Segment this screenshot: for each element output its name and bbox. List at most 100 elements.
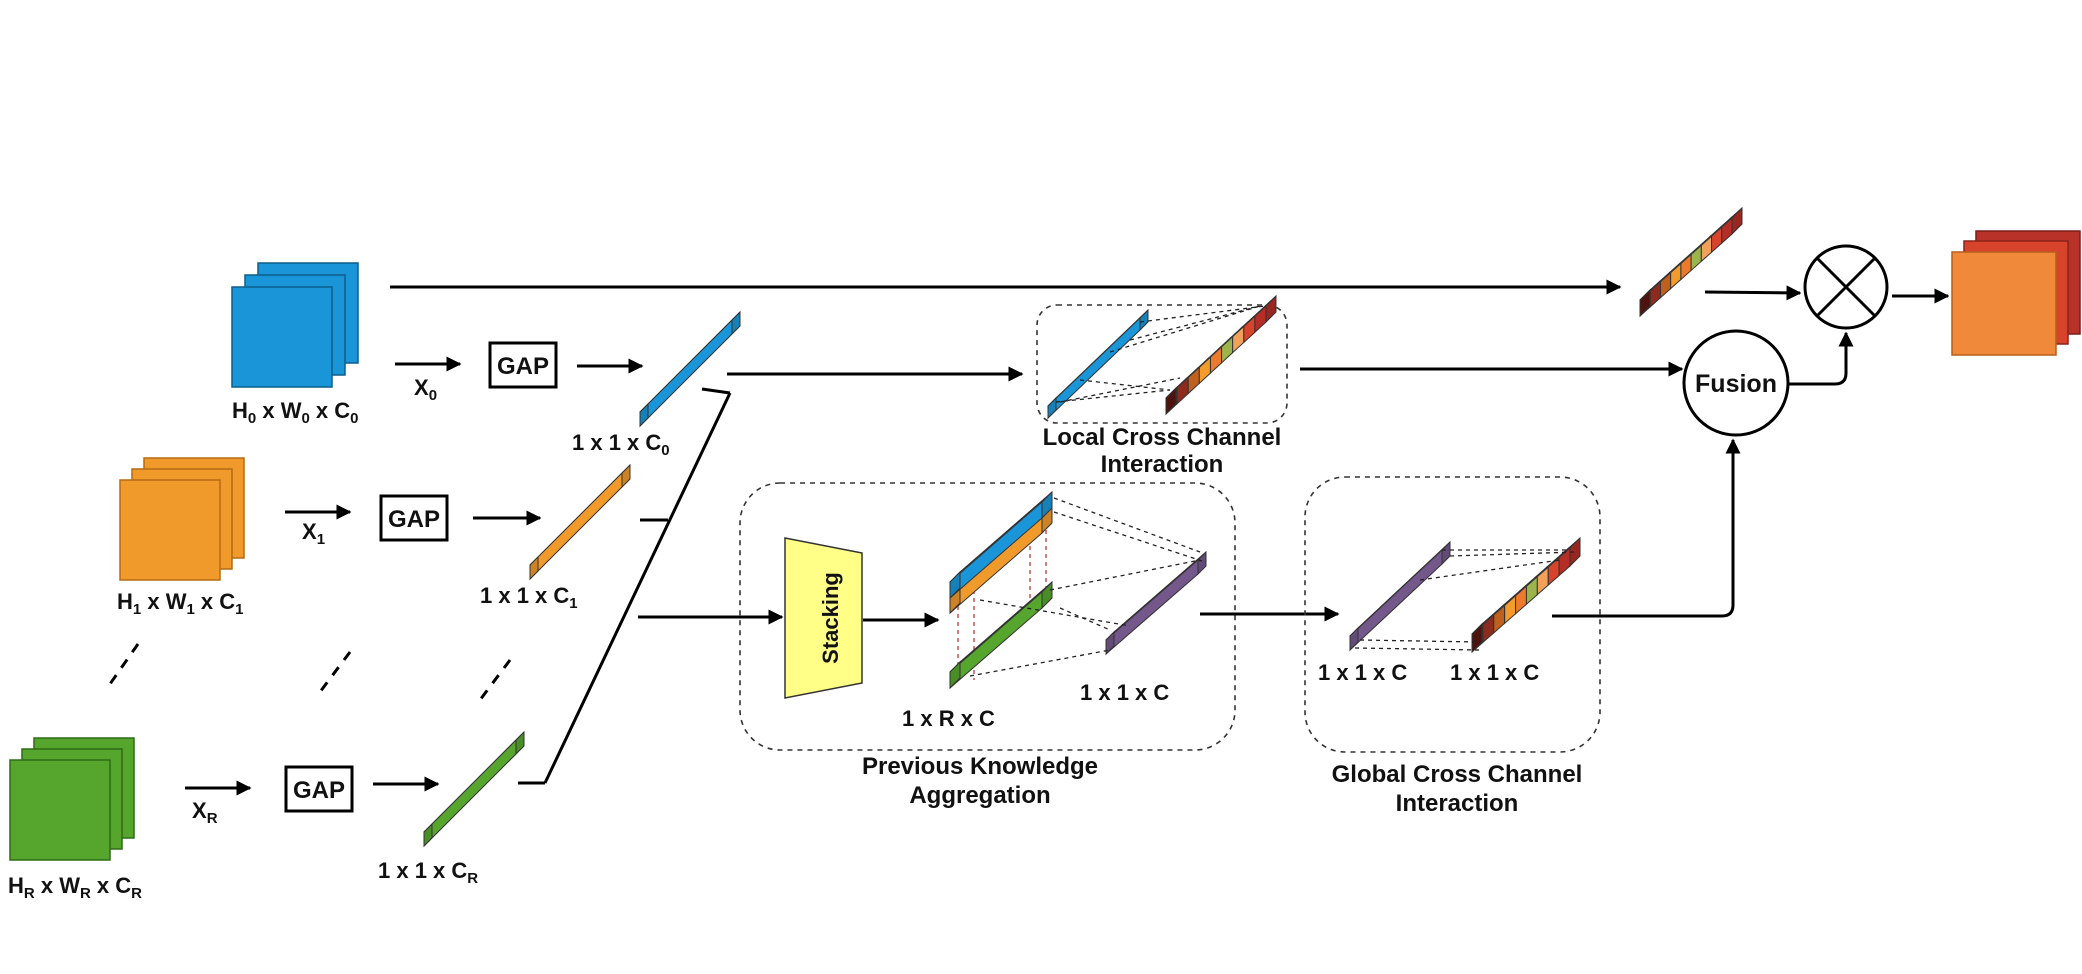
gap-box-R: GAP bbox=[284, 765, 354, 813]
pka-dotted-link-5 bbox=[1049, 559, 1201, 591]
bar-start-face bbox=[423, 822, 433, 848]
bar-side-face bbox=[1047, 316, 1141, 420]
lcci-dotted-link-4 bbox=[1129, 305, 1261, 341]
identity-weighted-vector bbox=[1639, 206, 1743, 318]
input-dim-label-0: H0 x W0 x C0 bbox=[232, 398, 359, 427]
pka-dotted-link-4 bbox=[979, 599, 1131, 627]
bar-end-face bbox=[515, 730, 525, 756]
ellipsis-dash-vectors bbox=[478, 659, 512, 701]
gap-label-0: GAP bbox=[497, 353, 549, 380]
bar-side-face bbox=[949, 500, 1043, 600]
bar-side-face bbox=[423, 738, 517, 848]
arrow-vector-to-multiply bbox=[1704, 285, 1802, 301]
bar-start-face bbox=[1165, 386, 1177, 416]
bar-side-face bbox=[949, 590, 1043, 690]
bar-start-face bbox=[949, 660, 961, 690]
bar-end-face bbox=[1197, 550, 1207, 576]
vector-vR bbox=[423, 730, 525, 848]
identity-weight-bar bbox=[1639, 206, 1743, 318]
input-dim-label-1: H1 x W1 x C1 bbox=[117, 589, 244, 618]
bar-side-face bbox=[949, 515, 1043, 615]
gcci-output-dim-label: 1 x 1 x C bbox=[1450, 660, 1539, 685]
pka-blue-layer bbox=[949, 490, 1053, 600]
bar-end-face bbox=[1569, 536, 1581, 568]
gcci-box bbox=[1304, 476, 1601, 753]
bar-side-face bbox=[529, 471, 623, 581]
pka-dotted-link-1 bbox=[1053, 511, 1206, 563]
bar-side-face bbox=[1482, 613, 1495, 644]
bar-start-face bbox=[1639, 288, 1651, 318]
bar-start-face bbox=[1349, 626, 1359, 652]
bar-end-face bbox=[1041, 580, 1053, 610]
bar-side-face bbox=[1536, 566, 1549, 596]
input-stack-0 bbox=[231, 262, 359, 388]
bar-start-face bbox=[1471, 622, 1483, 654]
lcci-content bbox=[1047, 294, 1277, 420]
stacking-block: Stacking bbox=[784, 537, 863, 699]
bar-side-face bbox=[639, 318, 733, 428]
vector-dim-label-1: 1 x 1 x C1 bbox=[480, 583, 578, 612]
x0-label: X0 bbox=[414, 375, 437, 404]
gcci-input-bar bbox=[1349, 540, 1451, 652]
ellipsis-dash-inputs bbox=[108, 643, 140, 685]
pka-dotted-link-0 bbox=[1053, 497, 1201, 553]
lcci-dotted-link-2 bbox=[1109, 305, 1261, 353]
fusion-node: Fusion bbox=[1682, 329, 1790, 437]
lcci-title-line1: Local Cross Channel bbox=[1043, 424, 1282, 451]
gcci-title-line1: Global Cross Channel bbox=[1332, 761, 1583, 788]
gcci-content bbox=[1349, 536, 1581, 654]
gcci-dotted-link-1 bbox=[1449, 551, 1576, 557]
lcci-title-line2: Interaction bbox=[1101, 451, 1224, 478]
gap-label-1: GAP bbox=[388, 506, 440, 533]
gcci-input-dim-label: 1 x 1 x C bbox=[1318, 660, 1407, 685]
bar-start-face bbox=[1047, 396, 1057, 420]
vector-bar-1 bbox=[529, 463, 631, 581]
bar-end-face bbox=[1041, 490, 1053, 520]
fusion-label: Fusion bbox=[1695, 370, 1777, 398]
gap-box-1: GAP bbox=[379, 494, 449, 542]
bar-start-face bbox=[949, 570, 961, 600]
input-dim-label-R: HR x WR x CR bbox=[8, 873, 142, 902]
stacking-label: Stacking bbox=[818, 572, 843, 664]
bar-side-face bbox=[1525, 575, 1538, 606]
ellipsis-dash-gap bbox=[318, 651, 352, 693]
gap-label-R: GAP bbox=[293, 777, 345, 804]
input-stack-1 bbox=[119, 457, 245, 581]
circled-times-icon bbox=[1803, 244, 1889, 330]
lcci-dotted-link-3 bbox=[1139, 305, 1266, 323]
bar-start-face bbox=[639, 402, 649, 428]
lcci-input-bar bbox=[1047, 308, 1149, 420]
pka-title-line1: Previous Knowledge bbox=[862, 753, 1098, 780]
bar-end-face bbox=[1139, 308, 1149, 332]
vector-dim-label-0: 1 x 1 x C0 bbox=[572, 430, 670, 459]
vector-v0 bbox=[639, 310, 741, 428]
pka-dotted-link-2 bbox=[1059, 607, 1111, 631]
gcci-dotted-link-2 bbox=[1354, 647, 1481, 651]
x1-label: X1 bbox=[302, 519, 325, 548]
output-stack bbox=[1951, 230, 2081, 356]
gcci-title-line2: Interaction bbox=[1396, 790, 1519, 817]
gcci-dotted-link-3 bbox=[1359, 639, 1479, 643]
bar-side-face bbox=[1349, 548, 1443, 652]
lcci-box bbox=[1036, 304, 1288, 424]
lcci-dotted-link-1 bbox=[1079, 379, 1171, 391]
pka-box bbox=[739, 482, 1236, 751]
bar-side-face bbox=[1515, 585, 1527, 615]
pka-output-bar bbox=[1105, 550, 1207, 656]
stack-dim-label: 1 x R x C bbox=[902, 706, 995, 731]
bar-start-face bbox=[529, 555, 539, 581]
vector-bar-0 bbox=[639, 310, 741, 428]
bar-end-face bbox=[1441, 540, 1451, 566]
bar-start-face bbox=[1105, 630, 1115, 656]
pka-content bbox=[949, 490, 1207, 690]
pka-dotted-link-3 bbox=[969, 649, 1111, 677]
vector-dim-label-R: 1 x 1 x CR bbox=[378, 858, 478, 887]
pka-title-line2: Aggregation bbox=[909, 782, 1050, 809]
lcci-dotted-link-0 bbox=[1055, 389, 1171, 403]
bar-end-face bbox=[1265, 294, 1277, 324]
xR-label: XR bbox=[192, 798, 218, 827]
bar-end-face bbox=[731, 310, 741, 336]
bar-side-face bbox=[1504, 594, 1517, 625]
bar-side-face bbox=[1105, 558, 1199, 656]
